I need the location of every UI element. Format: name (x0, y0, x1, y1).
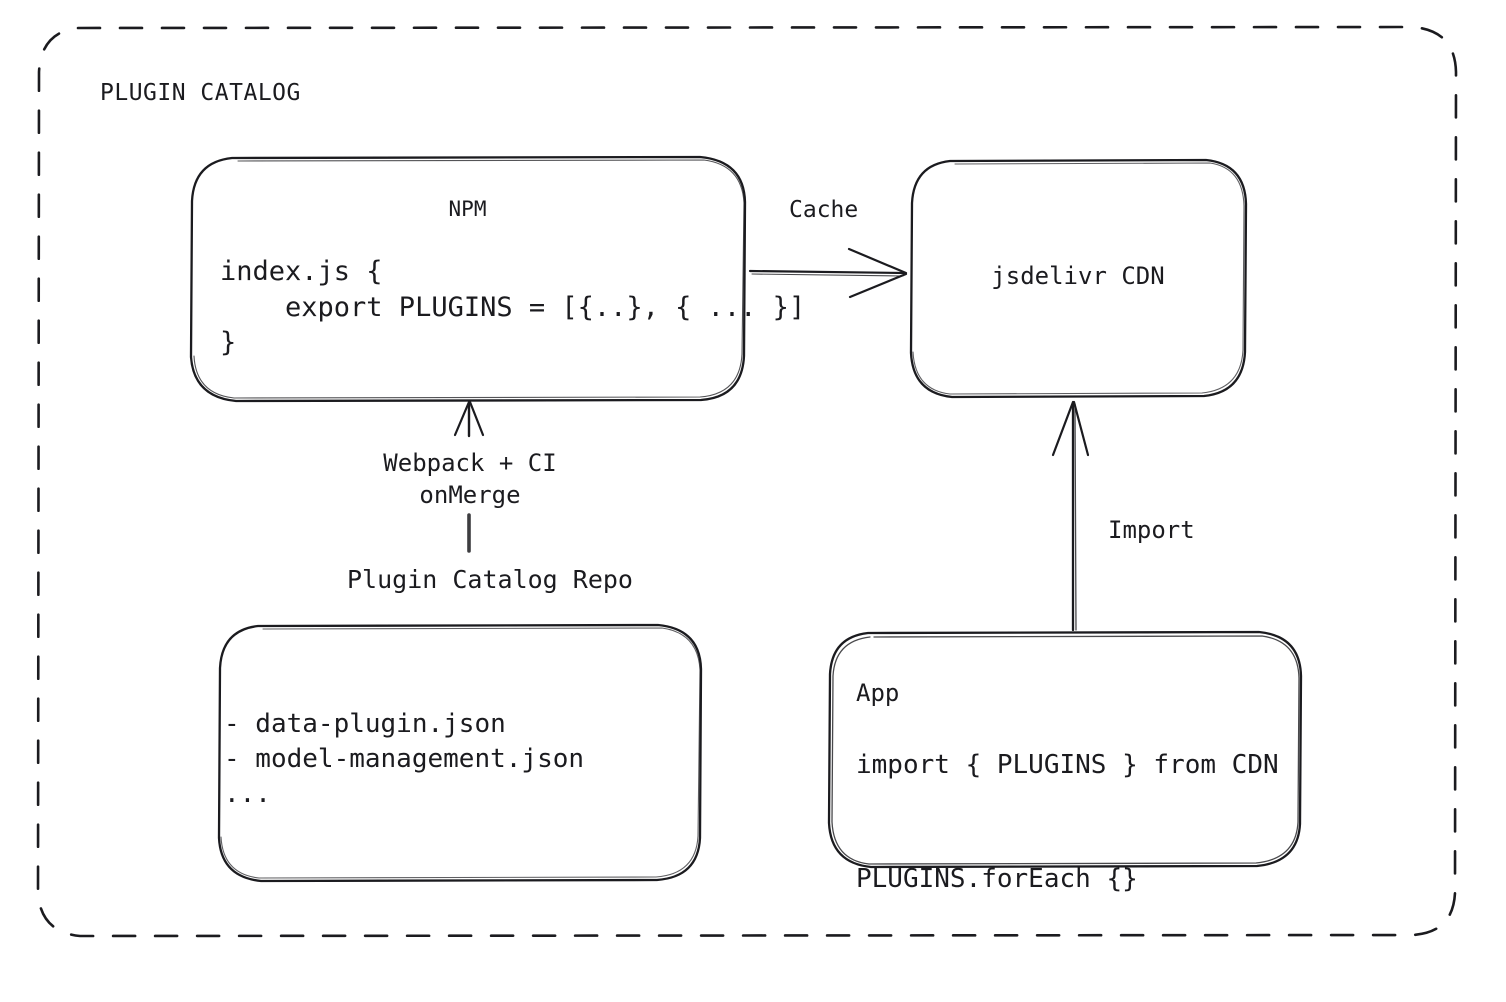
npm-node-border (189, 155, 747, 403)
app-node-code: import { PLUGINS } from CDN PLUGINS.forE… (856, 750, 1279, 895)
cache-edge-label: Cache (789, 197, 859, 223)
cdn-node-title: jsdelivr CDN (991, 262, 1165, 290)
page-title: PLUGIN CATALOG (100, 80, 301, 106)
repo-node-border (217, 623, 703, 883)
app-node-border (827, 630, 1303, 869)
import-arrow (1051, 400, 1090, 632)
npm-node-title: NPM (448, 197, 487, 221)
import-edge-label: Import (1108, 516, 1195, 544)
npm-node-code: index.js { export PLUGINS = [{..}, { ...… (220, 256, 806, 359)
repo-node-title: Plugin Catalog Repo (347, 565, 633, 594)
cache-arrow (748, 247, 908, 299)
build-arrow (453, 400, 485, 553)
repo-node-file-list: - data-plugin.json - model-management.js… (224, 709, 585, 810)
app-node-title: App (856, 679, 900, 707)
build-edge-label: Webpack + CI onMerge (383, 449, 557, 509)
cdn-node-border (909, 158, 1248, 399)
